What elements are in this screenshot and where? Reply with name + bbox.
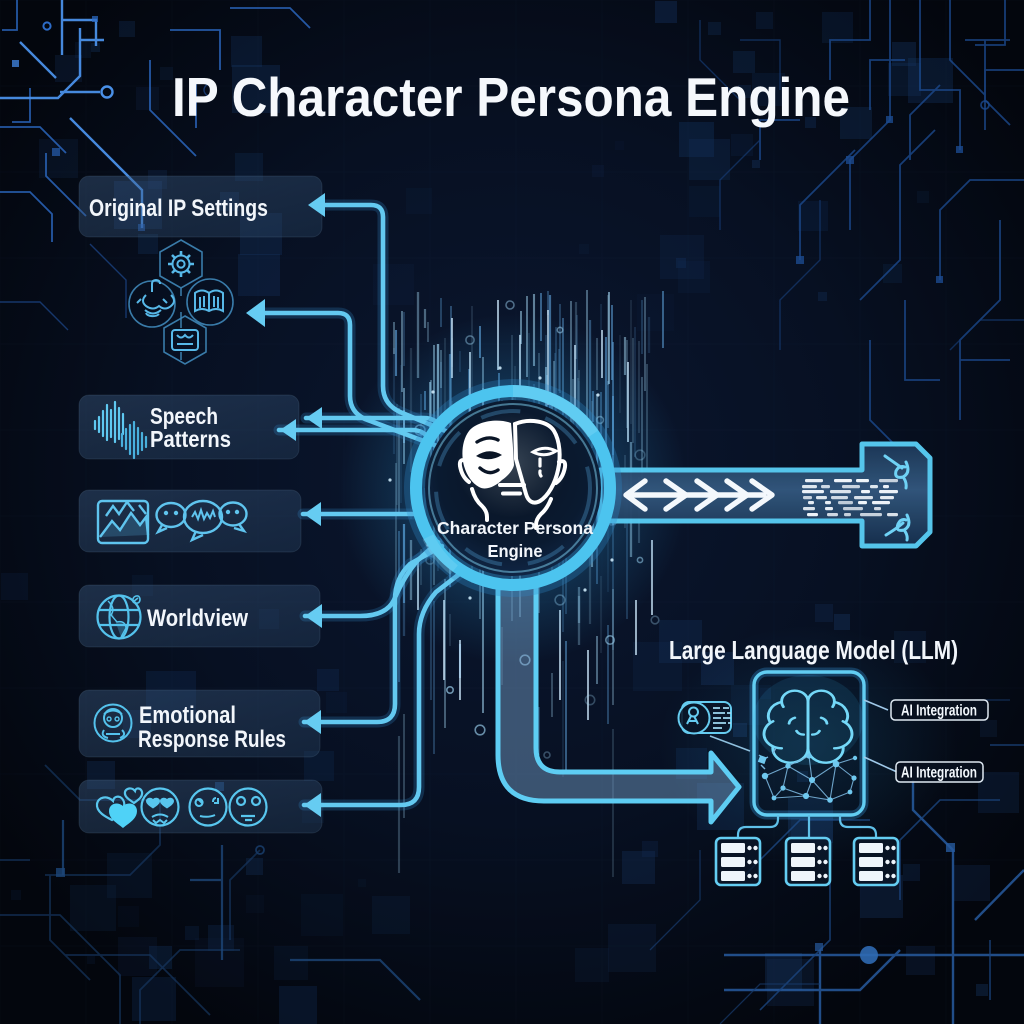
svg-text:Patterns: Patterns	[150, 426, 231, 452]
svg-text:Speech: Speech	[150, 403, 218, 429]
svg-text:Response Rules: Response Rules	[138, 726, 286, 753]
svg-text:Large Language Model (LLM): Large Language Model (LLM)	[669, 635, 958, 665]
svg-text:AI Integration: AI Integration	[901, 765, 977, 782]
svg-text:Original IP Settings: Original IP Settings	[89, 195, 268, 222]
svg-text:Engine: Engine	[488, 541, 543, 561]
svg-text:Character Persona: Character Persona	[437, 518, 593, 538]
svg-text:Emotional: Emotional	[139, 702, 236, 729]
svg-text:Worldview: Worldview	[147, 605, 248, 632]
svg-text:IP Character Persona Engine: IP Character Persona Engine	[172, 66, 850, 128]
svg-text:AI Integration: AI Integration	[901, 703, 977, 720]
